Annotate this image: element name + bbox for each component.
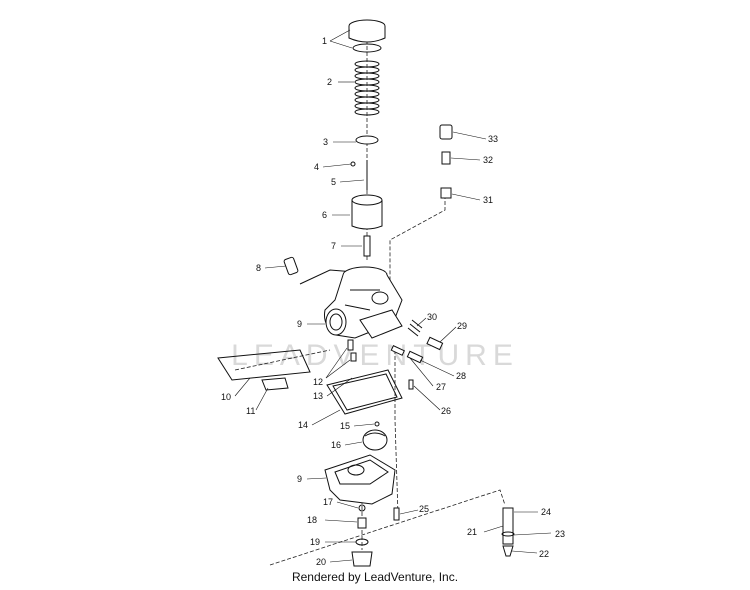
rendered-by-footer: Rendered by LeadVenture, Inc. [291, 570, 459, 584]
part-drain-fitting [408, 379, 414, 390]
callout-labels: 1 2 3 4 5 6 7 8 9 10 11 12 13 14 15 16 9… [221, 36, 565, 567]
callout-1: 1 [322, 36, 327, 46]
callout-30: 30 [427, 312, 437, 322]
callout-22: 22 [539, 549, 549, 559]
callout-2: 2 [327, 77, 332, 87]
callout-9-body: 9 [297, 319, 302, 329]
callout-20: 20 [316, 557, 326, 567]
callout-23: 23 [555, 529, 565, 539]
part-bowl-screw [393, 507, 400, 521]
part-carburetor-body [324, 266, 403, 339]
part-throttle-slide [351, 194, 383, 230]
callout-21: 21 [467, 527, 477, 537]
part-float-bowl [324, 454, 396, 505]
callout-7: 7 [331, 241, 336, 251]
callout-11: 11 [246, 406, 255, 416]
part-spring [354, 60, 380, 116]
callout-13: 13 [313, 391, 323, 401]
part-pilot-screw [390, 344, 424, 364]
callout-24: 24 [541, 507, 551, 517]
callout-32: 32 [483, 155, 493, 165]
callout-33: 33 [488, 134, 498, 144]
callout-19: 19 [310, 537, 320, 547]
part-clip [350, 161, 356, 167]
callout-3: 3 [323, 137, 328, 147]
callout-4: 4 [314, 162, 319, 172]
watermark: LEADVENTURE [231, 339, 519, 372]
callout-5: 5 [331, 177, 336, 187]
part-bowl-gasket [326, 369, 403, 415]
callout-27: 27 [436, 382, 446, 392]
leader-lines [234, 29, 552, 563]
callout-29: 29 [457, 321, 467, 331]
part-check-ball [374, 421, 380, 427]
callout-12: 12 [313, 377, 323, 387]
callout-6: 6 [322, 210, 327, 220]
part-main-jet-stack [351, 504, 373, 567]
part-float [362, 429, 388, 451]
callout-16: 16 [331, 440, 341, 450]
part-retainer [355, 135, 379, 145]
callout-31: 31 [483, 195, 493, 205]
callout-10: 10 [221, 392, 231, 402]
part-needle-jet [363, 235, 371, 257]
part-idle-screw [407, 319, 444, 351]
part-vent-tube [501, 507, 515, 557]
part-float-gauge [217, 349, 311, 391]
callout-25: 25 [419, 504, 429, 514]
callout-8: 8 [256, 263, 261, 273]
callout-18: 18 [307, 515, 317, 525]
part-cap [348, 19, 386, 53]
callout-28: 28 [456, 371, 466, 381]
callout-26: 26 [441, 406, 451, 416]
callout-14: 14 [298, 420, 308, 430]
part-cable-fittings [439, 124, 453, 199]
part-float-needle [347, 339, 357, 362]
callout-17: 17 [323, 497, 333, 507]
callout-9-bowl: 9 [297, 474, 302, 484]
callout-15: 15 [340, 421, 350, 431]
